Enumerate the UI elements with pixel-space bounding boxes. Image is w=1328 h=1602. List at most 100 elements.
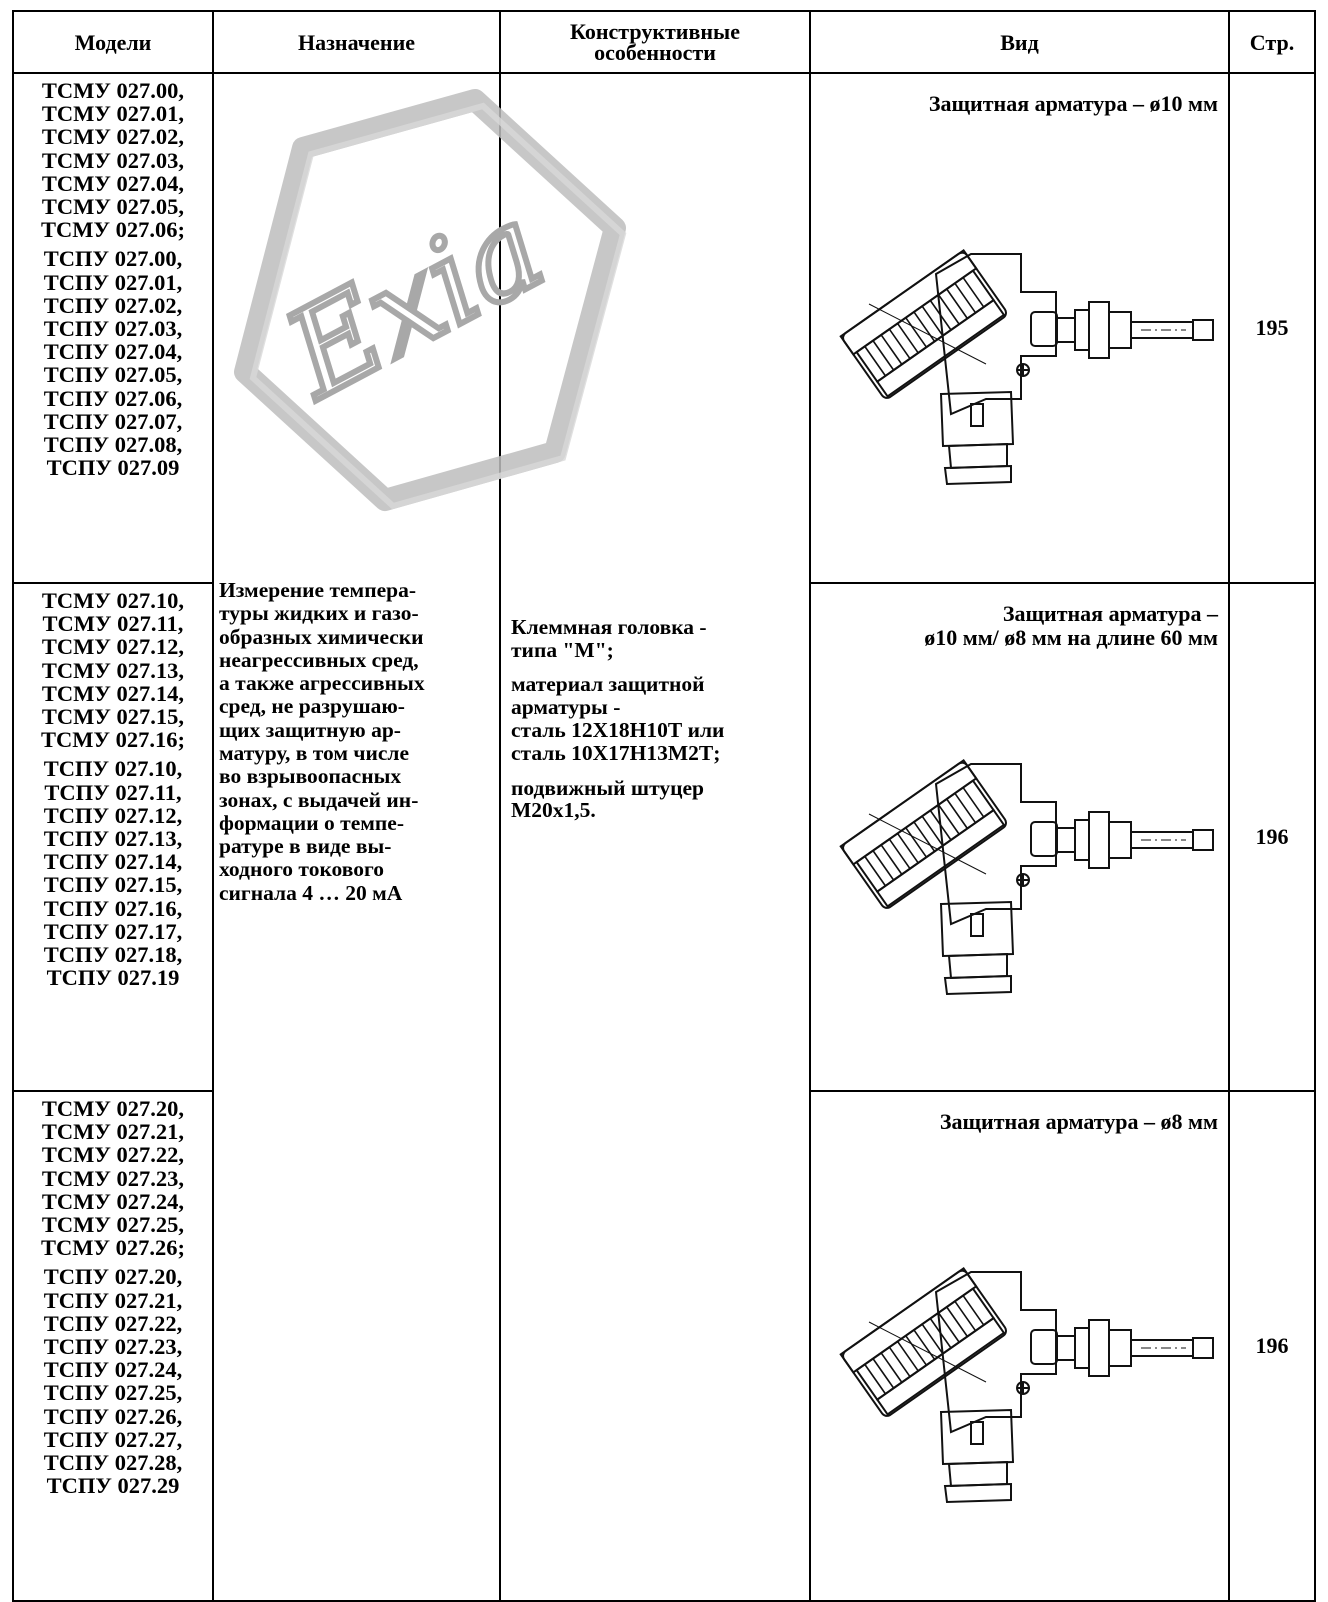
sensor-drawing (839, 1266, 1214, 1504)
purpose-line: во взрывоопасных (219, 764, 402, 789)
models-table: Модели Назначение Конструктивные особенн… (12, 10, 1316, 1602)
purpose-line: туры жидких и газо- (219, 601, 419, 626)
model-code: ТСМУ 027.05, (41, 194, 185, 220)
sensor-drawing (839, 248, 1214, 486)
header-design-line: Конструктивные (570, 19, 740, 44)
model-code: ТСПУ 027.04, (43, 339, 183, 365)
purpose-cell: Измерение темпера-туры жидких и газо-обр… (212, 72, 501, 1602)
model-code: ТСПУ 027.22, (43, 1310, 183, 1336)
model-code: ТСПУ 027.24, (43, 1357, 183, 1383)
view-caption-line: ø10 мм/ ø8 мм на длине 60 мм (924, 625, 1218, 650)
view-caption-line: Защитная арматура – (1002, 601, 1218, 626)
model-code: ТСПУ 027.19 (46, 965, 180, 991)
model-code: ТСПУ 027.00, (43, 246, 183, 272)
purpose-line: образных химически (219, 624, 424, 649)
header-design: Конструктивные особенности (499, 10, 811, 74)
view-caption-line: Защитная арматура – ø10 мм (928, 91, 1218, 116)
header-models: Модели (12, 10, 214, 74)
purpose-line: матуру, в том числе (219, 741, 410, 765)
design-line: сталь 12Х18Н10Т или (511, 718, 725, 742)
model-code: ТСМУ 027.11, (42, 611, 184, 637)
view-caption-line: Защитная арматура – ø8 мм (939, 1109, 1218, 1134)
view-cell: Защитная арматура – ø10 мм (809, 72, 1230, 584)
design-cell: Клеммная головка -типа "М"; материал защи… (499, 72, 811, 1602)
model-code: ТСМУ 027.04, (41, 170, 185, 196)
model-code: ТСМУ 027.22, (41, 1142, 185, 1168)
model-code: ТСМУ 027.03, (41, 147, 185, 173)
model-code: ТСПУ 027.12, (43, 802, 183, 828)
model-code: ТСПУ 027.29 (46, 1473, 180, 1499)
purpose-line: сред, не разрушаю- (219, 694, 405, 719)
terminal-head (839, 1266, 1007, 1417)
model-code: ТСМУ 027.02, (41, 124, 185, 150)
model-code: ТСМУ 027.10, (41, 588, 185, 613)
page-number: 196 (1228, 1090, 1316, 1602)
design-line: Клеммная головка - (511, 614, 707, 639)
model-code: ТСПУ 027.03, (43, 316, 183, 342)
design-line: типа "М"; (511, 637, 614, 662)
header-purpose: Назначение (212, 10, 501, 74)
view-caption: Защитная арматура –ø10 мм/ ø8 мм на длин… (924, 602, 1218, 650)
view-cell: Защитная арматура –ø10 мм/ ø8 мм на длин… (809, 582, 1230, 1092)
model-code: ТСПУ 027.06, (43, 385, 183, 411)
purpose-line: формации о темпе- (219, 810, 405, 835)
model-code: ТСМУ 027.24, (41, 1188, 185, 1214)
tspu-model-group: ТСПУ 027.00,ТСПУ 027.01,ТСПУ 027.02,ТСПУ… (14, 247, 212, 479)
tsmu-model-group: ТСМУ 027.10,ТСМУ 027.11,ТСМУ 027.12,ТСМУ… (14, 588, 212, 753)
view-caption: Защитная арматура – ø8 мм (940, 1110, 1218, 1134)
model-code: ТСМУ 027.26; (41, 1235, 185, 1261)
design-line: материал защитной (511, 672, 705, 697)
purpose-line: зонах, с выдачей ин- (219, 787, 419, 812)
purpose-line: ходного токового (219, 857, 384, 882)
design-line: арматуры - (511, 695, 621, 720)
purpose-line: ратуре в виде вы- (219, 834, 392, 859)
model-code: ТСМУ 027.16; (41, 727, 185, 753)
purpose-line: а также агрессивных (219, 671, 425, 696)
design-paragraph: Клеммная головка -типа "М"; (511, 616, 805, 662)
tspu-model-group: ТСПУ 027.10,ТСПУ 027.11,ТСПУ 027.12,ТСПУ… (14, 757, 212, 989)
model-code: ТСПУ 027.05, (43, 362, 183, 388)
purpose-line: сигнала 4 … 20 мА (219, 880, 403, 905)
model-code: ТСПУ 027.20, (43, 1264, 183, 1290)
model-code: ТСПУ 027.13, (43, 826, 183, 852)
table-row: ТСМУ 027.10,ТСМУ 027.11,ТСМУ 027.12,ТСМУ… (12, 582, 1316, 1092)
model-code: ТСМУ 027.01, (41, 101, 185, 127)
model-code: ТСПУ 027.10, (43, 756, 183, 782)
terminal-head (839, 248, 1007, 399)
purpose-line: неагрессивных сред, (219, 647, 419, 672)
model-code: ТСМУ 027.20, (41, 1096, 185, 1121)
header-view: Вид (809, 10, 1230, 74)
tspu-model-group: ТСПУ 027.20,ТСПУ 027.21,ТСПУ 027.22,ТСПУ… (14, 1265, 212, 1497)
model-code: ТСПУ 027.08, (43, 432, 183, 458)
model-code: ТСМУ 027.06; (41, 217, 185, 243)
model-code: ТСПУ 027.23, (43, 1334, 183, 1360)
model-code: ТСПУ 027.21, (43, 1287, 183, 1313)
model-code: ТСПУ 027.28, (43, 1450, 183, 1476)
model-code: ТСПУ 027.18, (43, 942, 183, 968)
view-cell: Защитная арматура – ø8 мм (809, 1090, 1230, 1602)
header-row: Модели Назначение Конструктивные особенн… (12, 10, 1316, 74)
design-line: подвижный штуцер (511, 775, 704, 800)
model-code: ТСМУ 027.15, (41, 704, 185, 730)
model-code: ТСПУ 027.01, (43, 269, 183, 295)
model-code: ТСПУ 027.09 (46, 455, 180, 481)
model-code: ТСПУ 027.02, (43, 292, 183, 318)
model-code: ТСПУ 027.26, (43, 1403, 183, 1429)
model-code: ТСМУ 027.21, (41, 1119, 185, 1145)
model-code: ТСМУ 027.12, (41, 634, 185, 660)
model-code: ТСПУ 027.07, (43, 408, 183, 434)
header-page: Стр. (1228, 10, 1316, 74)
design-line: сталь 10Х17Н13М2Т; (511, 740, 721, 765)
table-row: ТСМУ 027.00,ТСМУ 027.01,ТСМУ 027.02,ТСМУ… (12, 72, 1316, 1602)
model-code: ТСМУ 027.25, (41, 1212, 185, 1238)
purpose-line: щих защитную ар- (219, 717, 401, 742)
model-code: ТСМУ 027.13, (41, 657, 185, 683)
terminal-head (839, 758, 1007, 909)
model-code: ТСПУ 027.15, (43, 872, 183, 898)
models-cell: ТСМУ 027.20,ТСМУ 027.21,ТСМУ 027.22, ТСМУ… (12, 1090, 214, 1602)
header-design-line: особенности (594, 40, 716, 65)
model-code: ТСМУ 027.14, (41, 680, 185, 706)
